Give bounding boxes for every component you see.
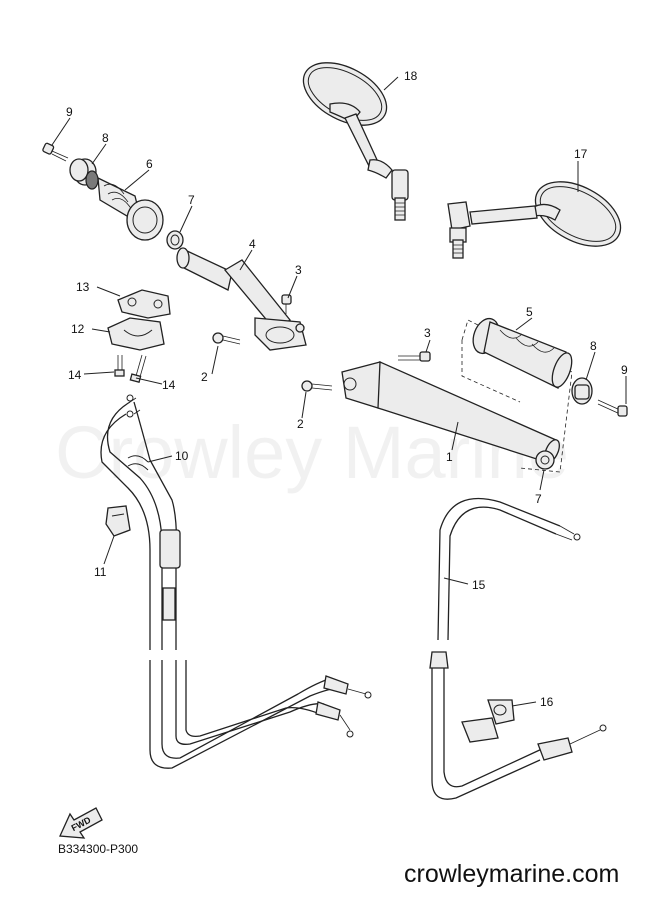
bolt-2-right [301, 380, 333, 392]
handlebar-left [176, 247, 307, 351]
callout-14-left: 14 [68, 368, 82, 382]
collar-right [535, 450, 555, 470]
cable-clamp [461, 699, 515, 743]
callout-18: 18 [404, 69, 418, 83]
screws-14 [114, 354, 147, 383]
collar-left [166, 230, 184, 250]
callout-17: 17 [574, 147, 588, 161]
callout-5: 5 [526, 305, 533, 319]
callout-2-left: 2 [201, 370, 208, 384]
reference-line [461, 340, 521, 403]
website-label: crowleymarine.com [404, 860, 619, 888]
bolt-3-right [398, 351, 431, 362]
callout-1: 1 [446, 450, 453, 464]
mirror-right [447, 181, 622, 259]
callout-11: 11 [94, 565, 107, 579]
diagram-code: B334300-P300 [58, 842, 138, 856]
callout-4: 4 [249, 237, 256, 251]
callout-labels: 18 17 9 8 6 7 4 3 13 12 14 14 2 3 5 8 9 … [66, 69, 628, 709]
callout-16: 16 [540, 695, 554, 709]
throttle-cables [100, 394, 372, 769]
fwd-arrow-icon: FWD [59, 807, 103, 839]
bolt-2-left [212, 332, 241, 345]
callout-10: 10 [175, 449, 189, 463]
callout-2-right: 2 [297, 417, 304, 431]
callout-7-right: 7 [535, 492, 542, 506]
callout-3-right: 3 [424, 326, 431, 340]
callout-12: 12 [71, 322, 85, 336]
callout-9-right: 9 [621, 363, 628, 377]
callout-8-left: 8 [102, 131, 109, 145]
callout-6: 6 [146, 157, 153, 171]
callout-14-right: 14 [162, 378, 176, 392]
callout-9-left: 9 [66, 105, 73, 119]
callout-3-left: 3 [295, 263, 302, 277]
clutch-cable [429, 497, 607, 800]
left-grip-assembly [42, 142, 164, 241]
callout-13: 13 [76, 280, 90, 294]
callout-7-left: 7 [188, 193, 195, 207]
callout-15: 15 [472, 578, 486, 592]
right-grip-assembly [472, 317, 628, 417]
holder-lower [107, 317, 165, 351]
holder-upper [117, 289, 171, 319]
mirror-left [302, 62, 409, 221]
callout-8-right: 8 [590, 339, 597, 353]
leader-lines [51, 76, 627, 707]
cable-clip [105, 505, 131, 537]
handlebar-right [341, 361, 560, 463]
